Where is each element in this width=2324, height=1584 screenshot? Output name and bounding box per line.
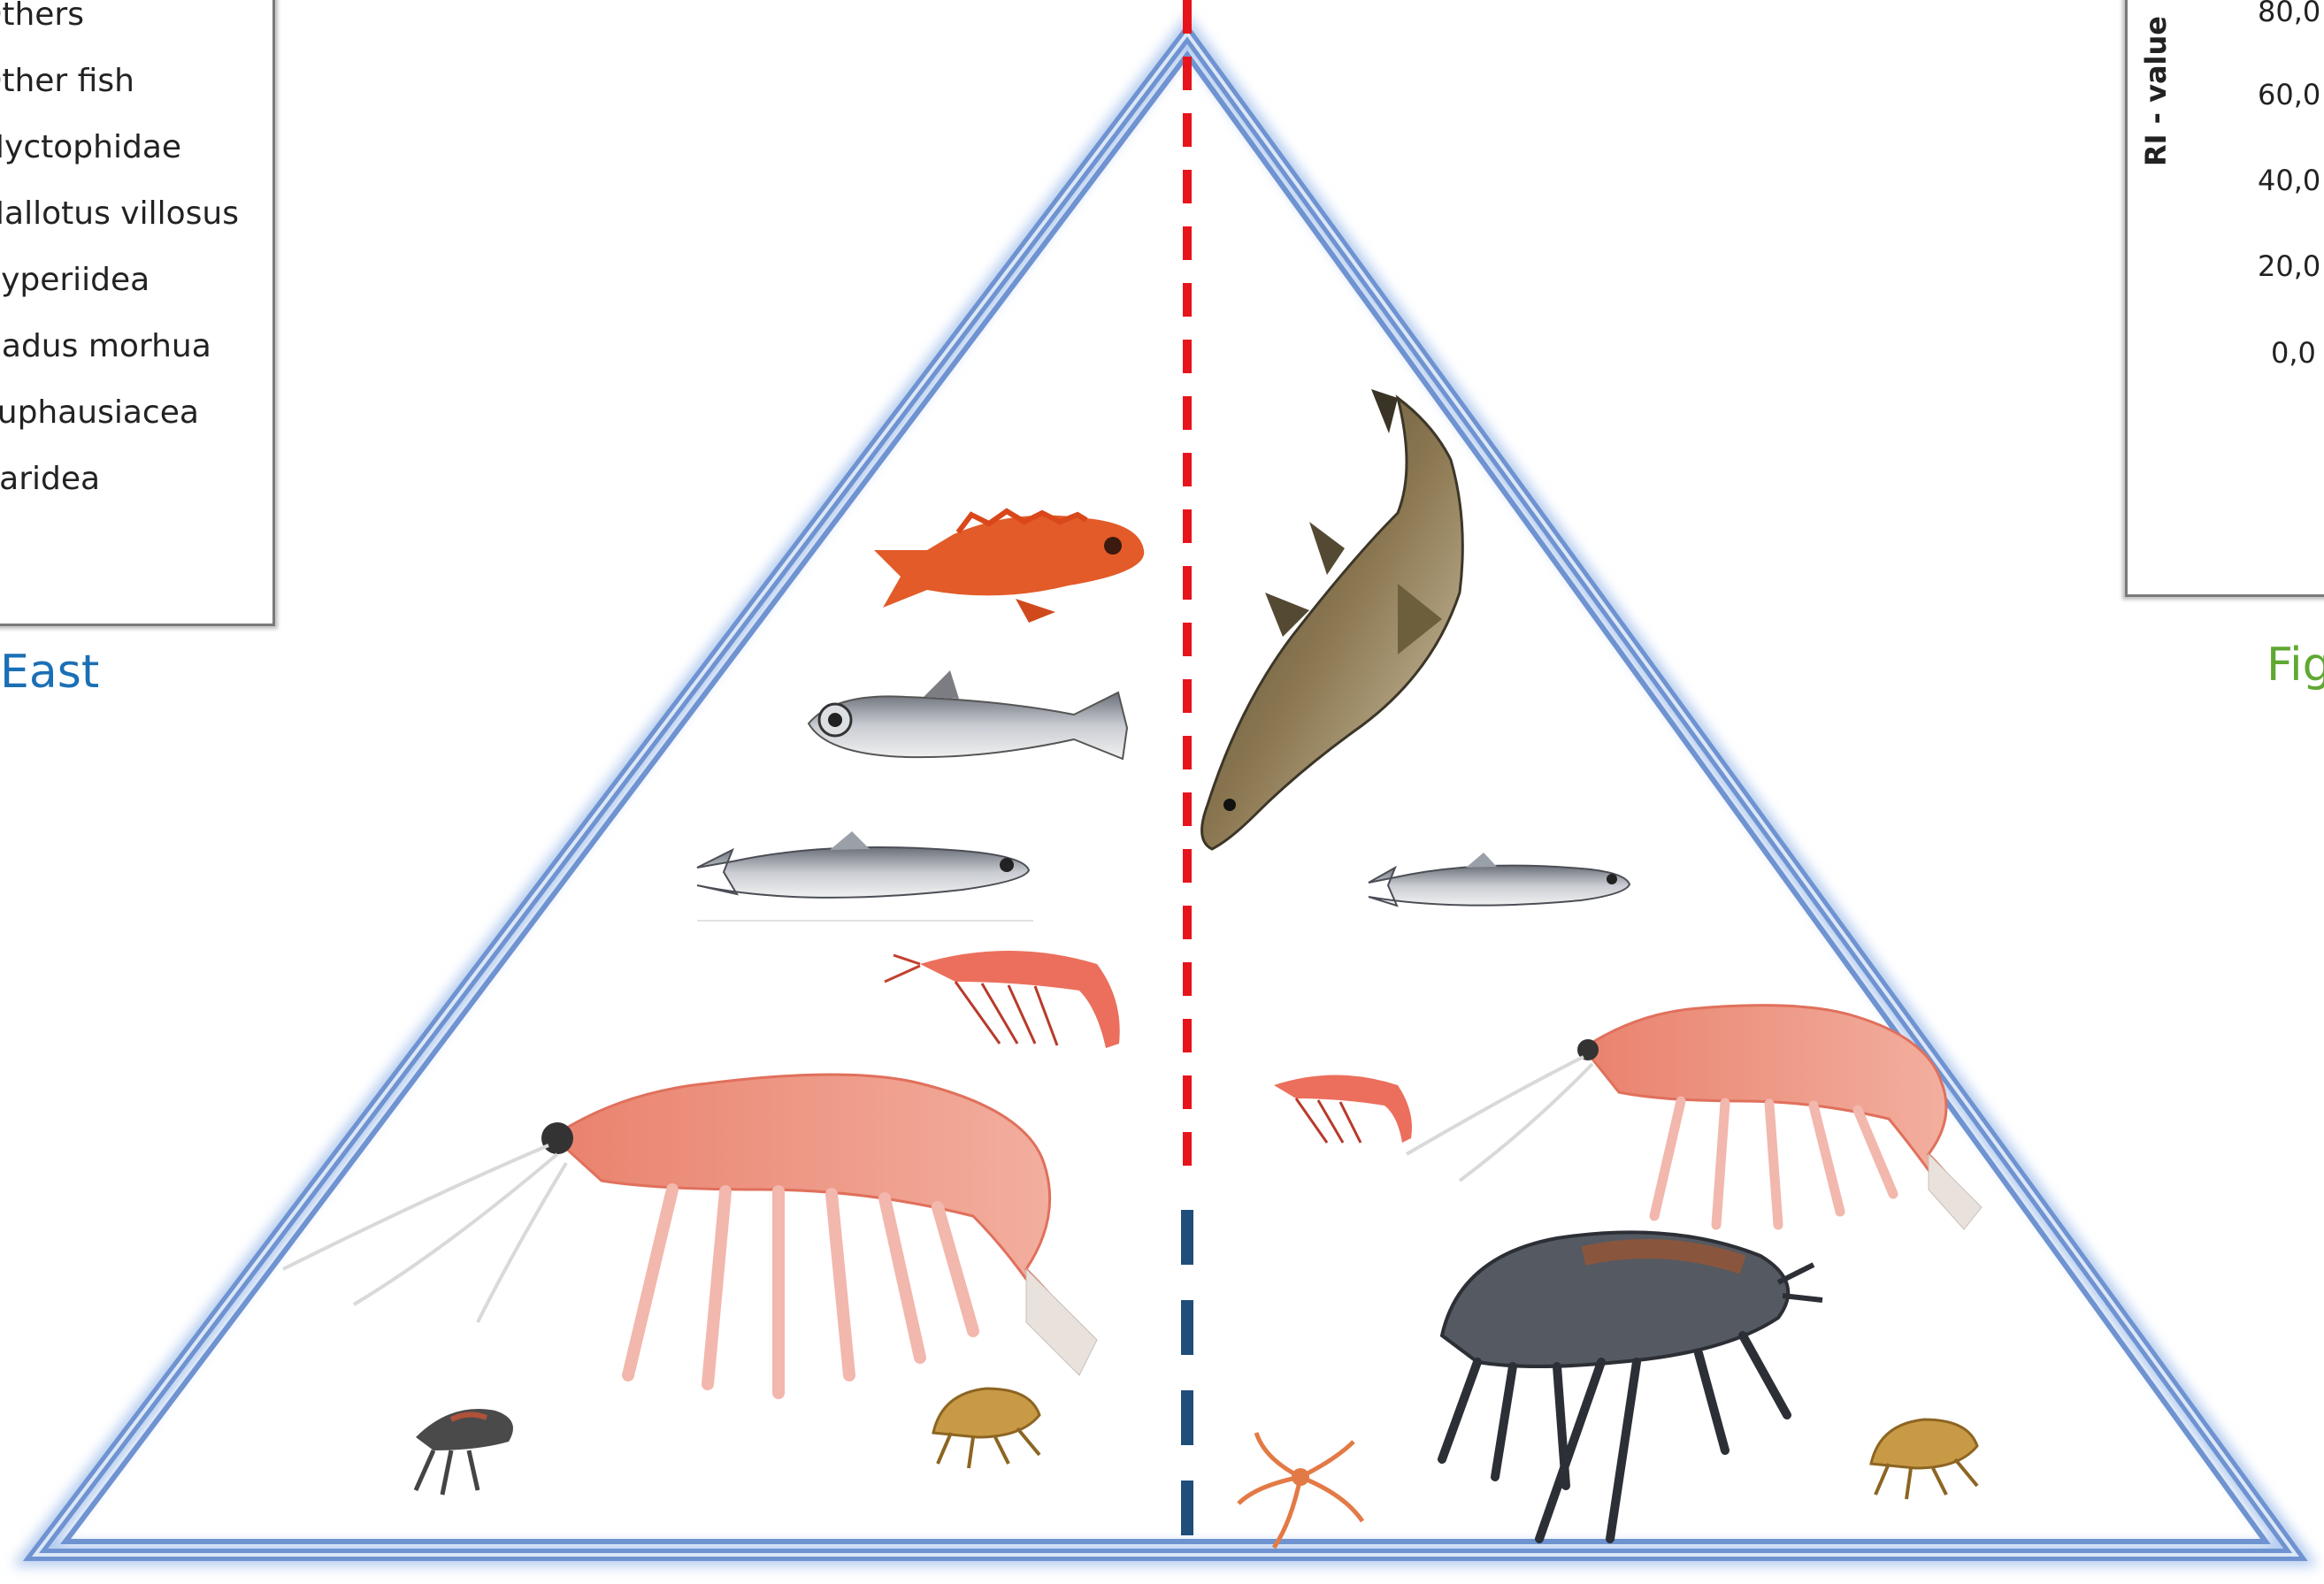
krill-icon: [283, 1075, 1097, 1393]
pyramid-outline: [35, 34, 2296, 1555]
shrimp-icon: [885, 951, 1120, 1048]
amphipod-right-icon: [1871, 1419, 1977, 1499]
amphipod-small-icon: [933, 1389, 1039, 1468]
shrimp-right-icon: [1274, 1075, 1412, 1144]
krill-right-icon: [1407, 1006, 1982, 1229]
gammarid-amphipod-icon: [1442, 1232, 1822, 1539]
brittle-star-icon: [1239, 1433, 1362, 1548]
capelin-icon: [697, 831, 1033, 921]
amphipod-icon: [416, 1409, 513, 1495]
redfish-icon: [874, 511, 1144, 623]
capelin-right-icon: [1369, 853, 1630, 906]
cod-icon: [1202, 389, 1463, 849]
lanternfish-icon: [809, 670, 1127, 759]
